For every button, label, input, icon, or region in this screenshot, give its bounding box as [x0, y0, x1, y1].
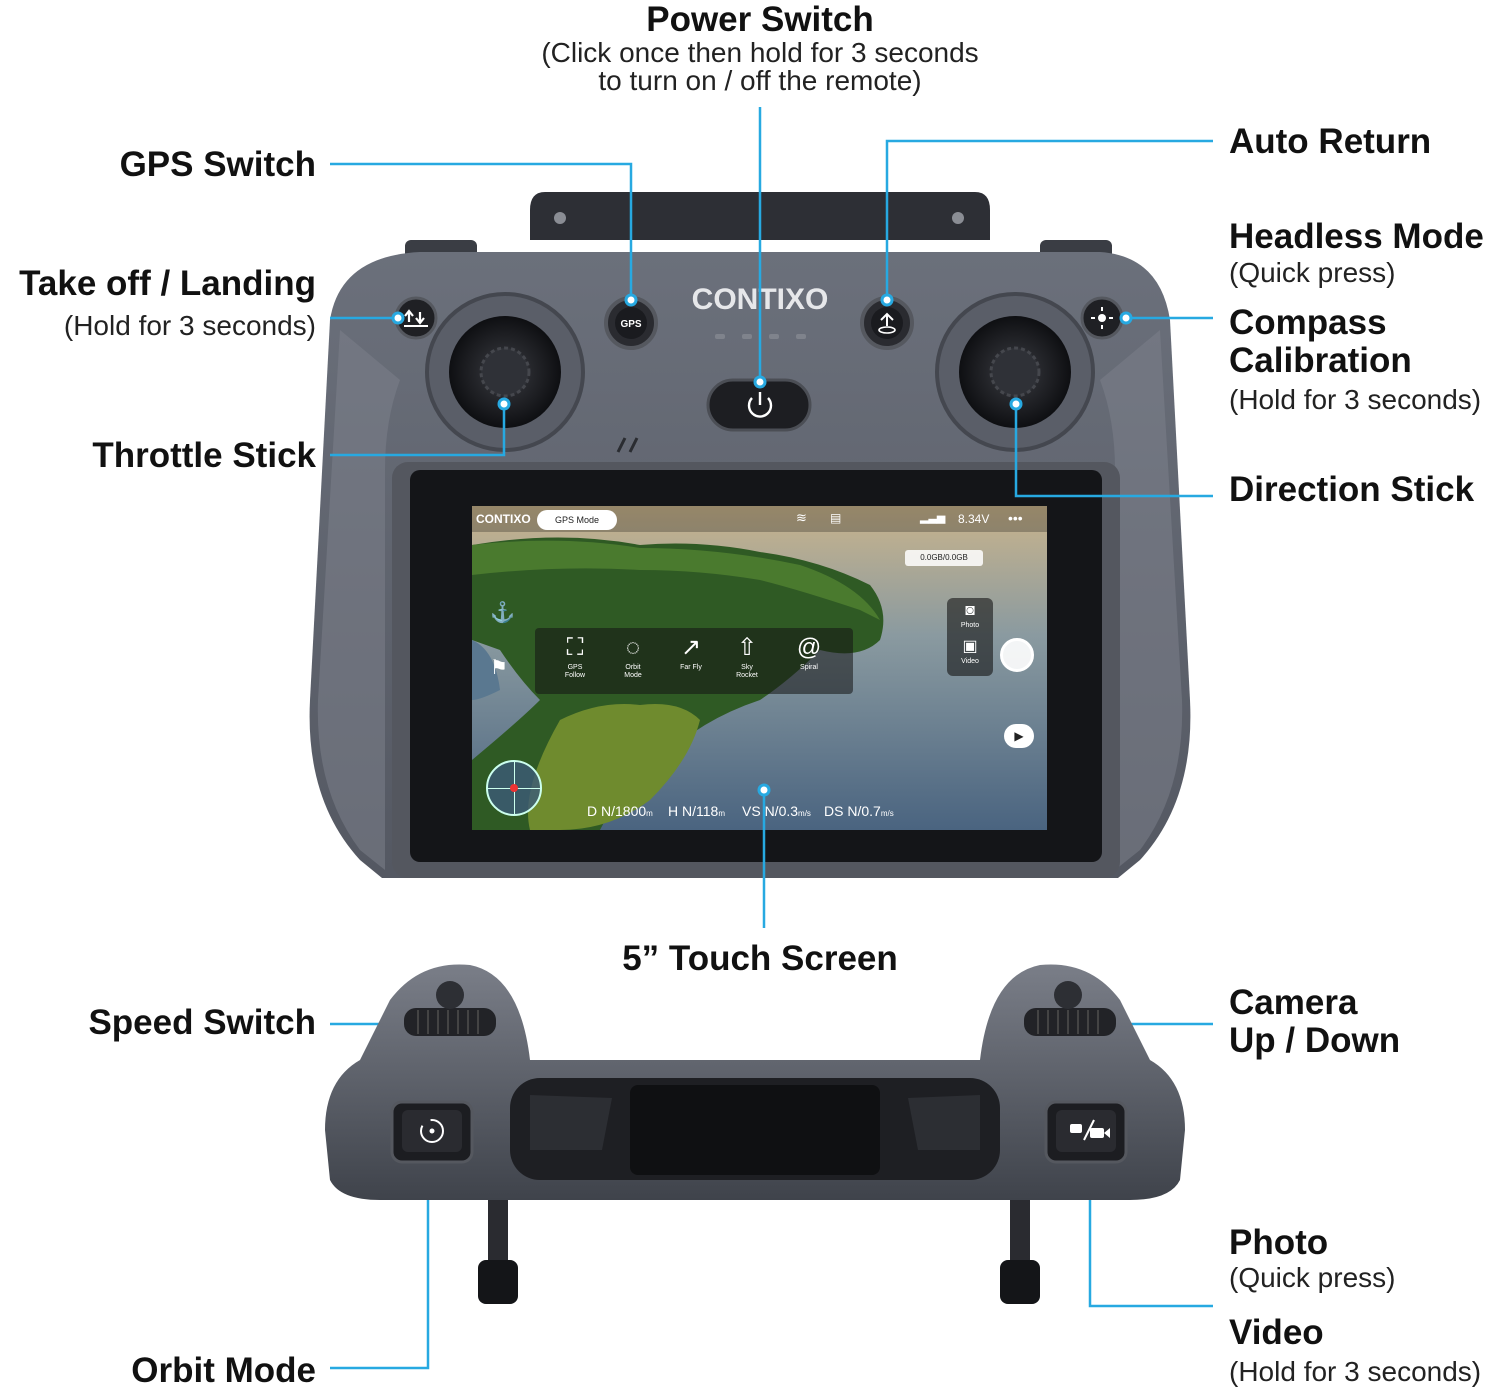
- telemetry-distance: D N/1800m: [587, 803, 653, 819]
- gps-switch-label: GPS Switch: [119, 145, 316, 184]
- speed-switch-label: Speed Switch: [88, 1003, 316, 1042]
- telemetry-vertical-speed: VS N/0.3m/s: [742, 803, 811, 819]
- mode-far-fly[interactable]: ↗ Far Fly: [666, 632, 716, 672]
- photo-note: (Quick press): [1229, 1262, 1396, 1293]
- takeoff-landing-button[interactable]: [394, 296, 438, 340]
- microphone-slot: [616, 437, 639, 453]
- headless-mode-note: (Quick press): [1229, 257, 1396, 288]
- screen-brand: CONTIXO: [476, 512, 531, 526]
- playback-icon[interactable]: ▶: [1004, 724, 1034, 748]
- landing-screen-icon[interactable]: ⚑: [490, 657, 508, 679]
- throttle-stick[interactable]: [425, 292, 585, 452]
- shutter-button[interactable]: [1000, 638, 1034, 672]
- brand-logo: CONTIXO: [692, 283, 829, 316]
- headless-mode-label: Headless Mode: [1229, 217, 1484, 256]
- orbit-mode-label: Orbit Mode: [131, 1351, 316, 1390]
- screen-battery-voltage: 8.34V: [958, 512, 990, 526]
- takeoff-screen-icon[interactable]: ⚓: [490, 602, 515, 624]
- screen-mode-pill[interactable]: GPS Mode: [537, 510, 617, 530]
- throttle-stick-label: Throttle Stick: [92, 436, 316, 475]
- gps-button-text: GPS: [620, 319, 641, 330]
- mode-sky-rocket[interactable]: ⇧ Sky Rocket: [722, 632, 772, 680]
- headless-compass-button[interactable]: [1080, 296, 1124, 340]
- flight-mode-panel: [535, 628, 853, 694]
- telemetry-height: H N/118m: [668, 803, 725, 819]
- takeoff-landing-label: Take off / Landing: [19, 264, 316, 303]
- camera-icon: ◙: [965, 602, 975, 619]
- signal-icon: ▂▃▅: [920, 512, 946, 524]
- orbit-icon: ◌: [625, 634, 641, 661]
- photo-label: Photo: [1229, 1223, 1329, 1262]
- video-camera-icon: ▣: [962, 638, 978, 655]
- sky-rocket-icon: ⇧: [736, 634, 758, 661]
- touch-screen-label: 5” Touch Screen: [622, 939, 898, 978]
- mode-spiral[interactable]: @ Spiral: [784, 632, 834, 672]
- power-button[interactable]: [706, 378, 812, 432]
- sd-card-icon: ▤: [830, 511, 842, 525]
- direction-stick[interactable]: [935, 292, 1095, 452]
- spiral-icon: @: [796, 634, 822, 661]
- takeoff-landing-note: (Hold for 3 seconds): [63, 310, 316, 341]
- mode-gps-follow[interactable]: ⛶ GPS Follow: [550, 632, 600, 680]
- wifi-icon: ≋: [796, 510, 807, 525]
- antenna-bar: [530, 192, 990, 240]
- video-mode-toggle[interactable]: ▣ Video: [947, 636, 993, 666]
- battery-leds: [715, 334, 806, 339]
- camera-up-down-label-2: Up / Down: [1229, 1021, 1401, 1060]
- radar-compass: [486, 760, 542, 816]
- direction-stick-label: Direction Stick: [1229, 470, 1475, 509]
- gps-follow-icon: ⛶: [566, 634, 584, 661]
- photo-mode-toggle[interactable]: ◙ Photo: [947, 600, 993, 630]
- compass-calibration-label-2: Calibration: [1229, 341, 1412, 380]
- power-switch-label: Power Switch: [646, 0, 874, 39]
- auto-return-button[interactable]: [860, 296, 914, 350]
- camera-up-down-label-1: Camera: [1229, 983, 1358, 1022]
- video-label: Video: [1229, 1313, 1324, 1352]
- mode-orbit[interactable]: ◌ Orbit Mode: [608, 632, 658, 680]
- power-switch-note-2: to turn on / off the remote): [598, 65, 922, 96]
- more-menu-icon[interactable]: •••: [1008, 510, 1023, 526]
- video-note: (Hold for 3 seconds): [1229, 1356, 1482, 1387]
- screen-storage: 0.0GB/0.0GB: [905, 550, 983, 566]
- capture-mode-panel: [947, 598, 993, 676]
- power-switch-note-1: (Click once then hold for 3 seconds: [541, 37, 979, 68]
- gps-button[interactable]: GPS: [604, 296, 658, 350]
- compass-calibration-label-1: Compass: [1229, 303, 1387, 342]
- telemetry-distance-speed: DS N/0.7m/s: [824, 803, 894, 819]
- auto-return-label: Auto Return: [1229, 122, 1432, 161]
- far-fly-icon: ↗: [680, 634, 702, 661]
- compass-calibration-note: (Hold for 3 seconds): [1229, 384, 1482, 415]
